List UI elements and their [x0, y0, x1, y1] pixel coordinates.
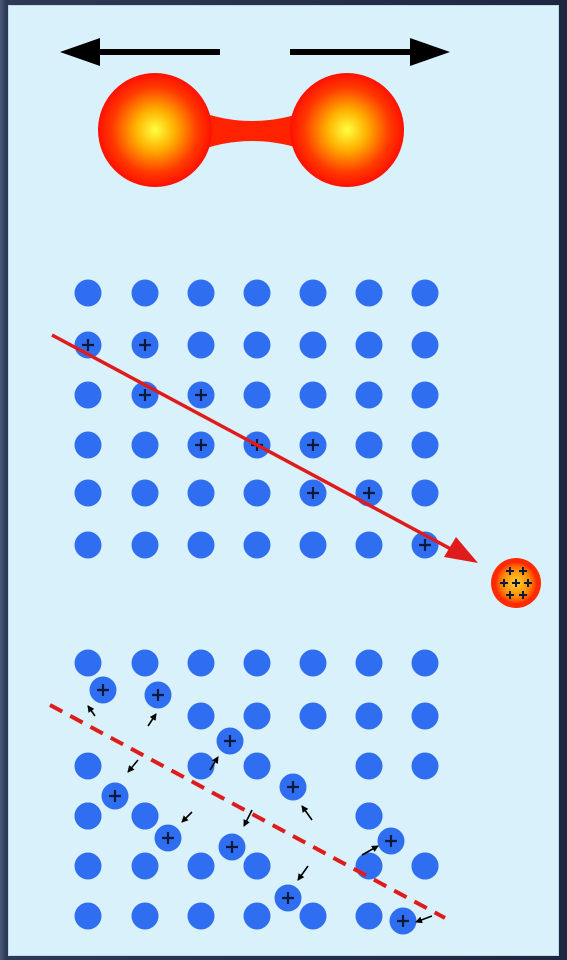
- lattice-atom: [300, 650, 327, 677]
- displacement-arrow: [88, 706, 95, 716]
- lattice-atom: [132, 853, 159, 880]
- lattice-atom: [244, 753, 271, 780]
- displacement-arrow: [244, 810, 252, 826]
- lattice-atom: [300, 280, 327, 307]
- lattice-atom: [300, 532, 327, 559]
- left-fragment: [98, 73, 212, 187]
- lattice-atom: [75, 532, 102, 559]
- lattice-atom: [244, 332, 271, 359]
- displaced-ion: [90, 677, 117, 704]
- lattice-atom: [244, 280, 271, 307]
- ion-lattice-bottom: [75, 650, 439, 935]
- lattice-atom: [188, 650, 215, 677]
- lattice-atom: [244, 903, 271, 930]
- lattice-atom: [356, 280, 383, 307]
- lattice-atom: [188, 703, 215, 730]
- lattice-atom: [412, 753, 439, 780]
- lattice-atom: [356, 432, 383, 459]
- displaced-ion: [217, 728, 244, 755]
- displaced-ion: [145, 682, 172, 709]
- lattice-atom: [188, 532, 215, 559]
- lattice-atom: [244, 703, 271, 730]
- lattice-atom: [356, 650, 383, 677]
- ionized-atom: [188, 382, 215, 409]
- lattice-atom: [356, 903, 383, 930]
- displaced-ion: [390, 908, 417, 935]
- lattice-damage-icon: [50, 705, 445, 918]
- lattice-atom: [356, 853, 383, 880]
- lattice-atom: [356, 382, 383, 409]
- lattice-atom: [75, 432, 102, 459]
- ionized-atom: [300, 480, 327, 507]
- lattice-atom: [356, 703, 383, 730]
- lattice-atom: [132, 280, 159, 307]
- lattice-atom: [412, 650, 439, 677]
- lattice-atom: [132, 650, 159, 677]
- displaced-ion: [102, 783, 129, 810]
- lattice-atom: [356, 332, 383, 359]
- lattice-atom: [356, 532, 383, 559]
- lattice-atom: [244, 480, 271, 507]
- ionized-atom: [188, 432, 215, 459]
- lattice-atom: [412, 332, 439, 359]
- lattice-atom: [75, 753, 102, 780]
- lattice-atom: [244, 532, 271, 559]
- lattice-atom: [188, 903, 215, 930]
- splitting-nucleus-icon: [60, 38, 450, 187]
- lattice-atom: [412, 853, 439, 880]
- displaced-ion: [378, 828, 405, 855]
- lattice-atom: [132, 432, 159, 459]
- ionized-atom: [132, 332, 159, 359]
- lattice-atom: [75, 650, 102, 677]
- lattice-atom: [132, 903, 159, 930]
- lattice-atom: [188, 480, 215, 507]
- displacement-arrow: [302, 806, 312, 820]
- lattice-atom: [300, 382, 327, 409]
- displaced-ion: [219, 834, 246, 861]
- left-recoil-arrow: [60, 38, 220, 66]
- lattice-atom: [244, 382, 271, 409]
- right-fragment: [290, 73, 404, 187]
- lattice-atom: [188, 853, 215, 880]
- right-recoil-arrow: [290, 38, 450, 66]
- ion-lattice-middle: [75, 280, 439, 559]
- fission-fragment-particle: [491, 558, 541, 608]
- displaced-ion: [155, 825, 182, 852]
- displacement-arrow: [416, 916, 432, 922]
- lattice-atom: [412, 432, 439, 459]
- lattice-atom: [132, 532, 159, 559]
- lattice-atom: [132, 803, 159, 830]
- lattice-atom: [244, 650, 271, 677]
- lattice-atom: [300, 332, 327, 359]
- lattice-atom: [75, 480, 102, 507]
- ionized-atom: [300, 432, 327, 459]
- lattice-atom: [300, 903, 327, 930]
- displacement-arrow: [182, 812, 192, 822]
- displacement-arrow: [298, 866, 308, 880]
- ionized-atom: [356, 480, 383, 507]
- lattice-atom: [412, 280, 439, 307]
- lattice-atom: [188, 332, 215, 359]
- displaced-ion: [280, 774, 307, 801]
- lattice-atom: [75, 903, 102, 930]
- lattice-atom: [75, 382, 102, 409]
- lattice-atom: [75, 280, 102, 307]
- displacement-arrow: [128, 760, 138, 772]
- lattice-atom: [412, 480, 439, 507]
- lattice-atom: [412, 382, 439, 409]
- lattice-atom: [356, 753, 383, 780]
- lattice-atom: [132, 480, 159, 507]
- lattice-atom: [244, 853, 271, 880]
- lattice-atom: [188, 753, 215, 780]
- lattice-atom: [412, 703, 439, 730]
- lattice-atom: [188, 280, 215, 307]
- lattice-atom: [75, 853, 102, 880]
- lattice-atom: [75, 803, 102, 830]
- lattice-atom: [300, 703, 327, 730]
- displaced-ion: [275, 885, 302, 912]
- displacement-arrow: [148, 714, 156, 726]
- lattice-atom: [356, 803, 383, 830]
